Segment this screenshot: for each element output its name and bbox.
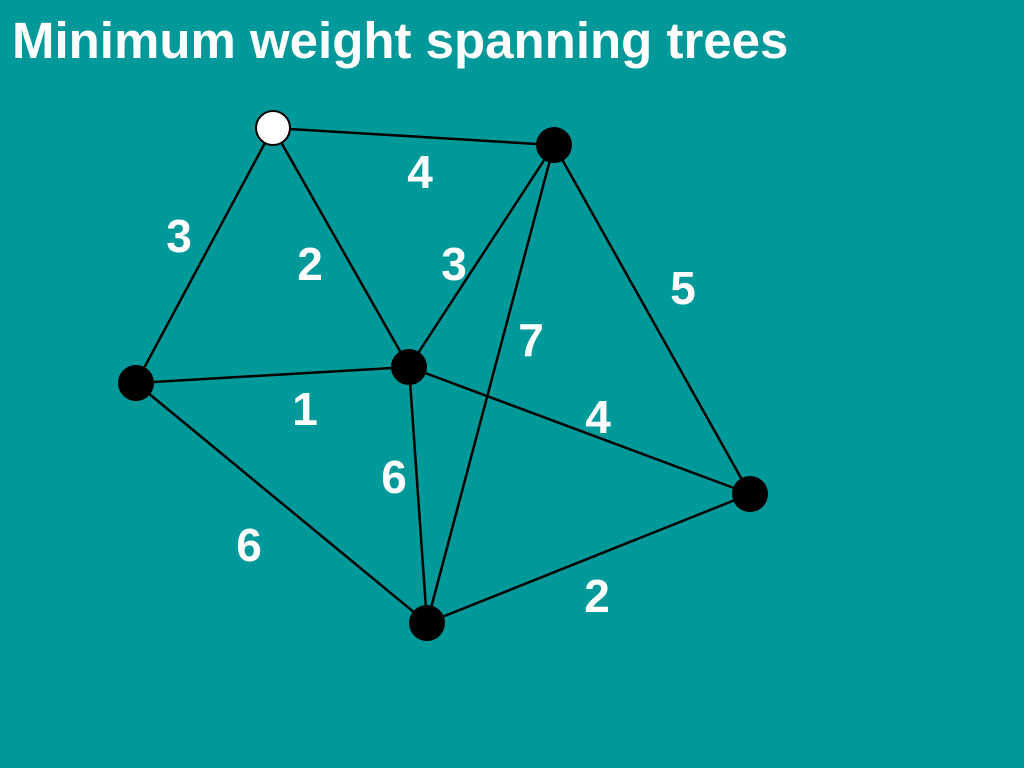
edge-weight-label-top-left-left: 3	[166, 210, 192, 262]
edge-center-right	[408, 365, 751, 496]
edge-weight-label-left-center: 1	[292, 383, 318, 435]
edge-weight-label-bottom-right: 2	[584, 570, 610, 622]
nodes-layer	[118, 110, 768, 641]
start-node-top-left	[255, 110, 291, 146]
edge-bottom-right	[426, 492, 751, 625]
edge-center-bottom	[407, 366, 429, 624]
edge-top-left-top-right	[272, 126, 555, 147]
edge-weight-label-top-right-center: 3	[441, 238, 467, 290]
edge-weight-label-top-right-bottom: 7	[518, 314, 544, 366]
node-bottom	[409, 605, 445, 641]
edge-top-left-left	[134, 127, 275, 384]
edge-top-right-right	[552, 144, 752, 495]
node-right	[732, 476, 768, 512]
edge-weight-label-top-right-right: 5	[670, 262, 696, 314]
slide-title: Minimum weight spanning trees	[12, 12, 789, 69]
edge-top-right-bottom	[425, 144, 556, 624]
node-center	[391, 349, 427, 385]
edge-weight-label-top-left-top-right: 4	[407, 146, 433, 198]
edge-left-bottom	[135, 382, 428, 624]
edge-weight-label-center-bottom: 6	[381, 451, 407, 503]
edges-layer	[134, 126, 752, 625]
node-left	[118, 365, 154, 401]
edge-weight-label-center-right: 4	[585, 391, 611, 443]
node-top-right	[536, 127, 572, 163]
edge-top-right-center	[407, 144, 556, 368]
edge-weight-label-left-bottom: 6	[236, 519, 262, 571]
edge-weight-label-top-left-center: 2	[297, 238, 323, 290]
edge-top-left-center	[271, 127, 411, 368]
edge-left-center	[135, 365, 410, 385]
